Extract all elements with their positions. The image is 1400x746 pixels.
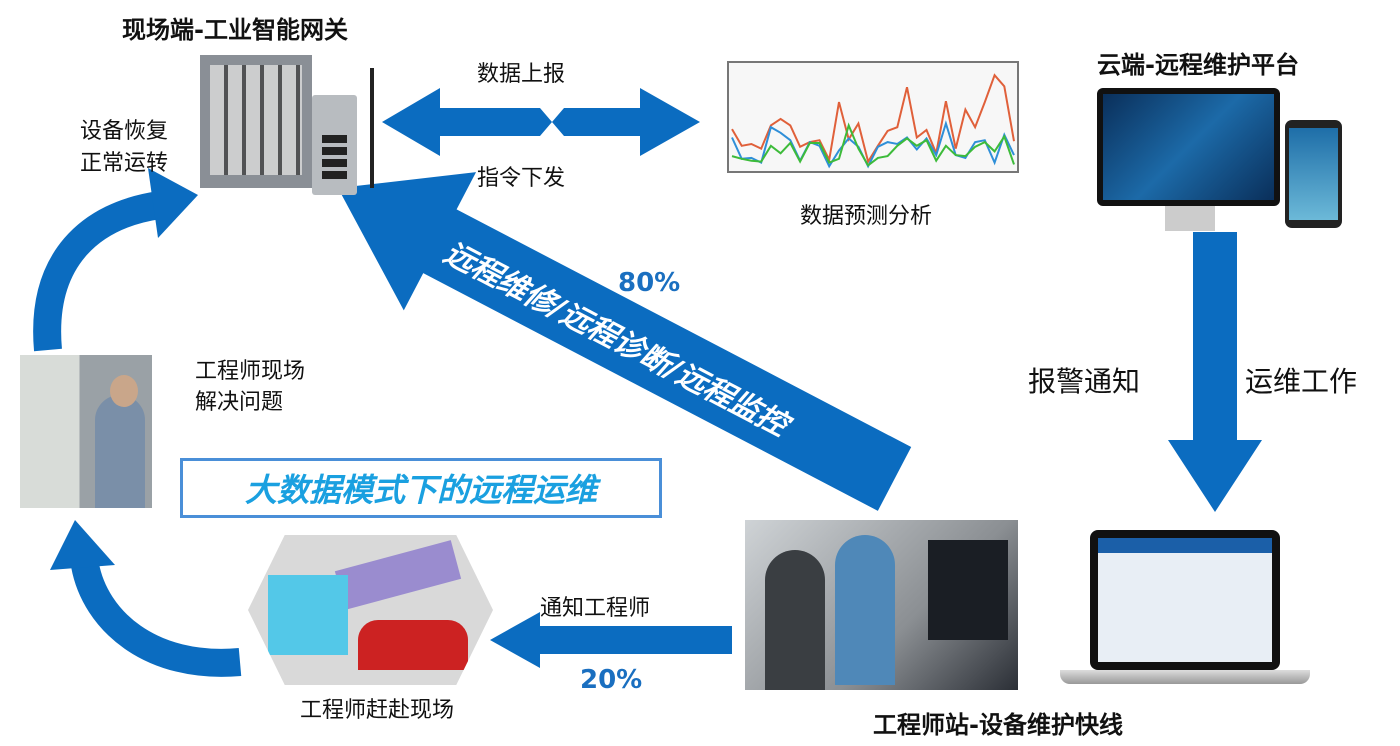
- solve-label-2: 解决问题: [195, 390, 284, 415]
- onsite-percent: 20%: [580, 665, 643, 695]
- station-title: 工程师站-设备维护快线: [873, 711, 1123, 739]
- gateway-title: 现场端-工业智能网关: [122, 16, 348, 44]
- command-label: 指令下发: [477, 166, 566, 191]
- ops-label: 运维工作: [1245, 365, 1358, 398]
- upload-label: 数据上报: [477, 62, 566, 87]
- gateway-device-image: [312, 95, 357, 195]
- down-arrow: [1168, 232, 1262, 512]
- monitor-stand: [1165, 206, 1215, 231]
- notify-label: 通知工程师: [540, 596, 651, 621]
- remote-arrow: [338, 172, 912, 511]
- banner-box: 大数据模式下的远程运维: [180, 458, 662, 518]
- double-arrow: [382, 88, 700, 156]
- cloud-title: 云端-远程维护平台: [1097, 51, 1299, 79]
- left-arrow: [490, 612, 732, 668]
- laptop-image: [1090, 530, 1280, 670]
- transport-clipart: [248, 535, 493, 685]
- rush-label: 工程师赶赴现场: [300, 698, 455, 723]
- banner-text: 大数据模式下的远程运维: [244, 471, 597, 509]
- series-line-orange: [731, 73, 1015, 165]
- phone-image: [1285, 120, 1342, 228]
- series-line-green: [731, 122, 1015, 167]
- cloud-monitor-image: [1097, 88, 1280, 206]
- onsite-engineer-photo: [20, 355, 152, 508]
- prediction-chart: [727, 61, 1019, 173]
- recover-label-2: 正常运转: [80, 151, 169, 176]
- laptop-base: [1060, 670, 1310, 684]
- antenna-icon: [370, 68, 374, 188]
- recover-label-1: 设备恢复: [80, 119, 169, 144]
- solve-label-1: 工程师现场: [195, 359, 306, 384]
- curved-arrow-left: [71, 561, 242, 677]
- engineers-photo: [745, 520, 1018, 690]
- cabinet-image: [200, 55, 312, 188]
- alarm-label: 报警通知: [1028, 365, 1141, 398]
- curved-arrow-up: [33, 191, 163, 352]
- remote-percent: 80%: [618, 268, 681, 298]
- analysis-label: 数据预测分析: [800, 204, 933, 229]
